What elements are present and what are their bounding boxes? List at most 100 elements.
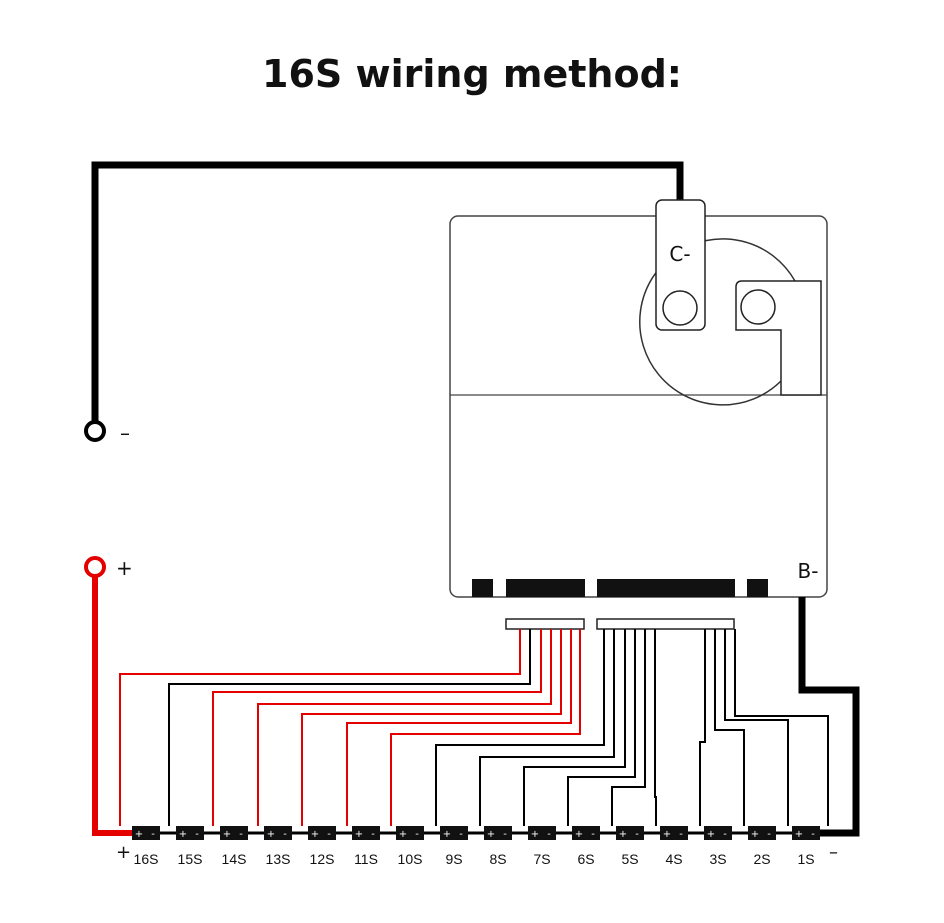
battery-cell: +- 7S	[528, 826, 556, 867]
cell-positive-sign: +	[795, 829, 803, 840]
battery-cell: +- 16S	[132, 826, 160, 867]
balance-wire	[212, 629, 542, 826]
battery-cell: +-5S	[616, 826, 644, 867]
cell-body	[308, 826, 336, 840]
battery-cell: +-14S	[220, 826, 248, 867]
cell-label: 4S	[665, 851, 682, 867]
cell-negative-sign: -	[327, 829, 331, 840]
battery-cell: +- 1S	[792, 826, 820, 867]
cell-label: 3S	[709, 851, 726, 867]
balance-plug-a	[505, 618, 585, 630]
connector-slot	[597, 579, 735, 597]
cell-label: 6S	[577, 851, 594, 867]
battery-cells: +-16S+-15S+-14S+-13S+-12S+-11S+-10S+-9S+…	[132, 826, 820, 867]
cell-positive-sign: +	[179, 829, 187, 840]
cell-positive-sign: +	[619, 829, 627, 840]
cell-body	[176, 826, 204, 840]
cell-negative-sign: -	[679, 829, 683, 840]
cell-body	[440, 826, 468, 840]
battery-cell: +- 13S	[264, 826, 292, 867]
cell-body	[132, 826, 160, 840]
cell-body	[660, 826, 688, 840]
battery-cell: +-12S	[308, 826, 336, 867]
connector-slot	[472, 579, 493, 597]
balance-wire	[479, 629, 615, 826]
cell-label: 1S	[797, 851, 814, 867]
b-minus-pad	[735, 280, 822, 396]
cell-body	[572, 826, 600, 840]
balance-wire	[435, 629, 605, 826]
cell-positive-sign: +	[355, 829, 363, 840]
cell-negative-sign: -	[283, 829, 287, 840]
cell-negative-sign: -	[767, 829, 771, 840]
balance-wire	[390, 629, 581, 826]
cell-negative-sign: -	[503, 829, 507, 840]
cell-positive-sign: +	[267, 829, 275, 840]
cell-positive-sign: +	[399, 829, 407, 840]
cell-body	[264, 826, 292, 840]
cell-negative-sign: -	[459, 829, 463, 840]
cell-negative-sign: -	[635, 829, 639, 840]
cell-label: 7S	[533, 851, 550, 867]
output-negative-terminal: –	[84, 420, 130, 445]
bms-board: C- B-	[449, 199, 828, 598]
cell-body	[352, 826, 380, 840]
balance-wire	[567, 629, 636, 826]
cell-positive-sign: +	[443, 829, 451, 840]
cell-positive-sign: +	[135, 829, 143, 840]
balance-wire	[119, 629, 521, 826]
cell-positive-sign: +	[311, 829, 319, 840]
output-negative-sign: –	[120, 421, 130, 445]
cell-label: 15S	[178, 851, 203, 867]
battery-cell: +-10S	[396, 826, 424, 867]
balance-wire	[611, 629, 646, 826]
c-minus-wire	[91, 161, 684, 425]
balance-wire	[734, 629, 829, 826]
battery-cell: +-2S	[748, 826, 776, 867]
connector-slot	[506, 579, 585, 597]
battery-cell: +-8S	[484, 826, 512, 867]
cell-label: 13S	[266, 851, 291, 867]
balance-wire	[523, 629, 626, 826]
cell-positive-sign: +	[531, 829, 539, 840]
cell-positive-sign: +	[487, 829, 495, 840]
cell-label: 11S	[354, 851, 378, 867]
balance-wire	[257, 629, 552, 826]
balance-wire	[714, 629, 745, 826]
cell-body	[616, 826, 644, 840]
cell-negative-sign: -	[811, 829, 815, 840]
c-minus-label: C-	[669, 242, 690, 266]
battery-cell: +-9S	[440, 826, 468, 867]
cell-negative-sign: -	[591, 829, 595, 840]
balance-wire	[168, 629, 531, 826]
diagram-title: 16S wiring method:	[262, 52, 682, 96]
cell-body	[396, 826, 424, 840]
cell-negative-sign: -	[547, 829, 551, 840]
battery-negative-sign: –	[829, 842, 838, 863]
cell-body	[528, 826, 556, 840]
cell-positive-sign: +	[707, 829, 715, 840]
cell-negative-sign: -	[723, 829, 727, 840]
cell-positive-sign: +	[751, 829, 759, 840]
balance-wire	[654, 629, 657, 826]
battery-cell: +-6S	[572, 826, 600, 867]
b-minus-label: B-	[798, 559, 819, 583]
output-positive-terminal: +	[84, 556, 133, 580]
output-positive-sign: +	[116, 556, 133, 580]
balance-plug-b	[596, 618, 735, 630]
cell-body	[220, 826, 248, 840]
battery-cell: +-15S	[176, 826, 204, 867]
cell-negative-sign: -	[239, 829, 243, 840]
cell-positive-sign: +	[663, 829, 671, 840]
cell-label: 10S	[398, 851, 423, 867]
cell-label: 16S	[134, 851, 159, 867]
connector-slot	[747, 579, 768, 597]
balance-wire	[346, 629, 572, 826]
cell-negative-sign: -	[151, 829, 155, 840]
cell-body	[704, 826, 732, 840]
cell-body	[792, 826, 820, 840]
battery-cell: +- 3S	[704, 826, 732, 867]
balance-wire	[301, 629, 562, 826]
cell-label: 14S	[222, 851, 247, 867]
